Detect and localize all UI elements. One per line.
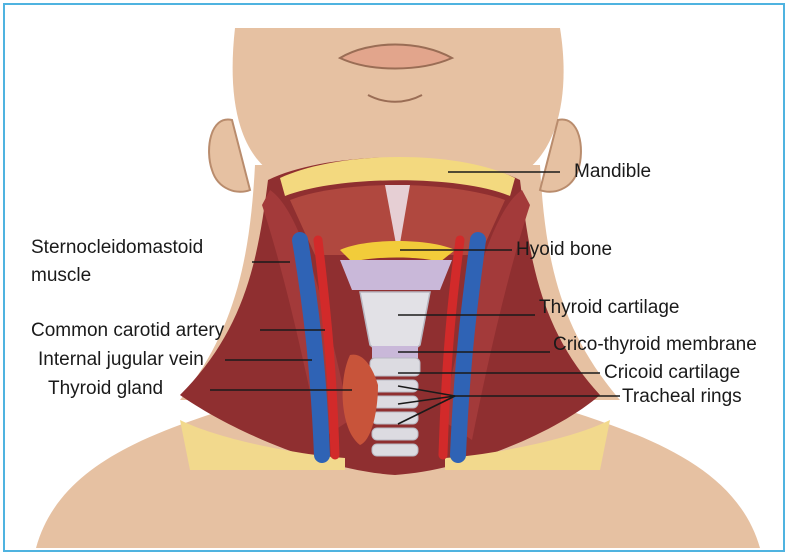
label-mandible: Mandible [574,161,651,183]
label-tracheal-rings: Tracheal rings [622,386,742,408]
label-thyroid-gland: Thyroid gland [48,378,163,400]
label-hyoid-bone: Hyoid bone [516,239,612,261]
label-crico-thyroid-membrane: Crico-thyroid membrane [553,334,757,356]
label-sternocleidomastoid-line2: muscle [31,265,91,287]
thyroid-cartilage-shape [360,292,430,353]
label-common-carotid-artery: Common carotid artery [31,320,224,342]
label-internal-jugular-vein: Internal jugular vein [38,349,204,371]
label-thyroid-cartilage: Thyroid cartilage [539,297,679,319]
label-cricoid-cartilage: Cricoid cartilage [604,362,740,384]
label-sternocleidomastoid-line1: Sternocleidomastoid [31,237,203,259]
